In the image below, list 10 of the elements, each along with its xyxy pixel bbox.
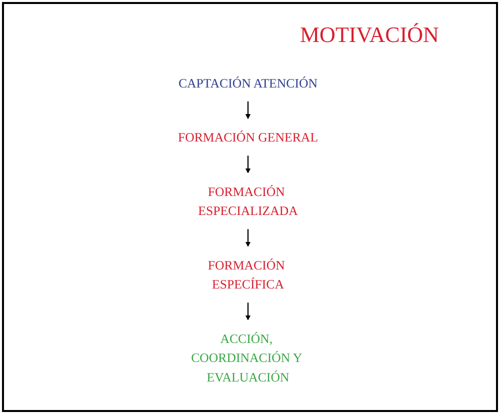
node-text: FORMACIÓN ESPECÍFICA xyxy=(208,258,285,292)
stage-label: MOTIVACIÓN xyxy=(300,22,439,48)
arrow xyxy=(245,229,251,247)
node-text: FORMACIÓN ESPECIALIZADA xyxy=(198,184,298,218)
node-text: CAPTACIÓN ATENCIÓN xyxy=(178,76,318,90)
node-text: FORMACIÓN GENERAL xyxy=(178,130,318,145)
arrow xyxy=(245,101,251,120)
node-text: ACCIÓN, COORDINACIÓN Y EVALUACIÓN xyxy=(191,331,302,384)
arrow xyxy=(245,156,251,174)
arrow xyxy=(245,302,251,320)
